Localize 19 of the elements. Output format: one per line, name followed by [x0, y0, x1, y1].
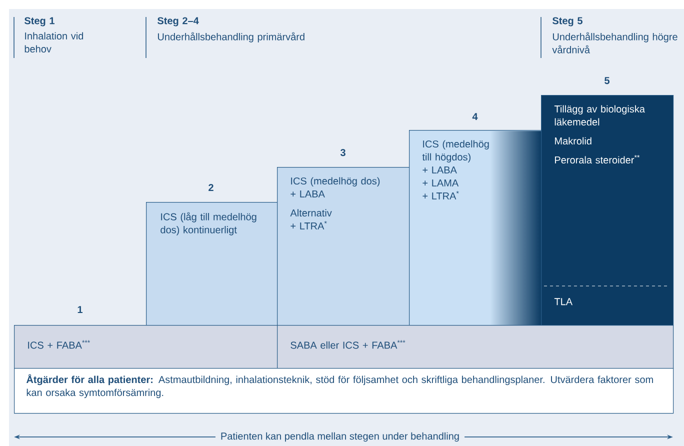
step-box: ICS (medelhög till högdos) + LABA + LAMA + LTRA$^{*}$ — [409, 130, 542, 326]
step-heading: Steg 1 — [24, 17, 54, 26]
step-description: Underhållsbehandling högre vårdnivå — [552, 32, 678, 54]
note-box: Åtgärder för alla patienter: Astmautbildning, inhalationsteknik, stöd för följsamhet och skriftliga behandlingsplaner. Utvärdera faktorer som kan orsaka symtomförsämring. — [14, 368, 674, 414]
step-description: Underhållsbehandling primärvård — [158, 32, 304, 42]
step-number: 4 — [472, 113, 478, 120]
step-heading: Steg 5 — [552, 17, 582, 26]
step-number: 1 — [78, 306, 83, 313]
step-number: 3 — [340, 149, 346, 156]
step-box: ICS (medelhög dos) + LABA Alternativ + LTRA$^{*}$ — [277, 166, 410, 326]
step-heading: Steg 2–4 — [158, 17, 199, 26]
step-number: 5 — [604, 77, 610, 84]
arrow-label: Patienten kan pendla mellan stegen under behandling — [215, 431, 465, 443]
step-box: Tillägg av biologiska läkemedel Makrolid Perorala steroider$^{**}$ TLA — [541, 95, 674, 326]
step-description: Inhalation vid behov — [24, 32, 84, 53]
step-number: 2 — [208, 184, 214, 191]
step-box: ICS (låg till medelhög dos) kontinuerligt — [146, 202, 278, 326]
reliever-row: SABA eller ICS + FABA$^{***}$ — [277, 324, 674, 369]
reliever-row: ICS + FABA$^{***}$ — [14, 324, 278, 369]
